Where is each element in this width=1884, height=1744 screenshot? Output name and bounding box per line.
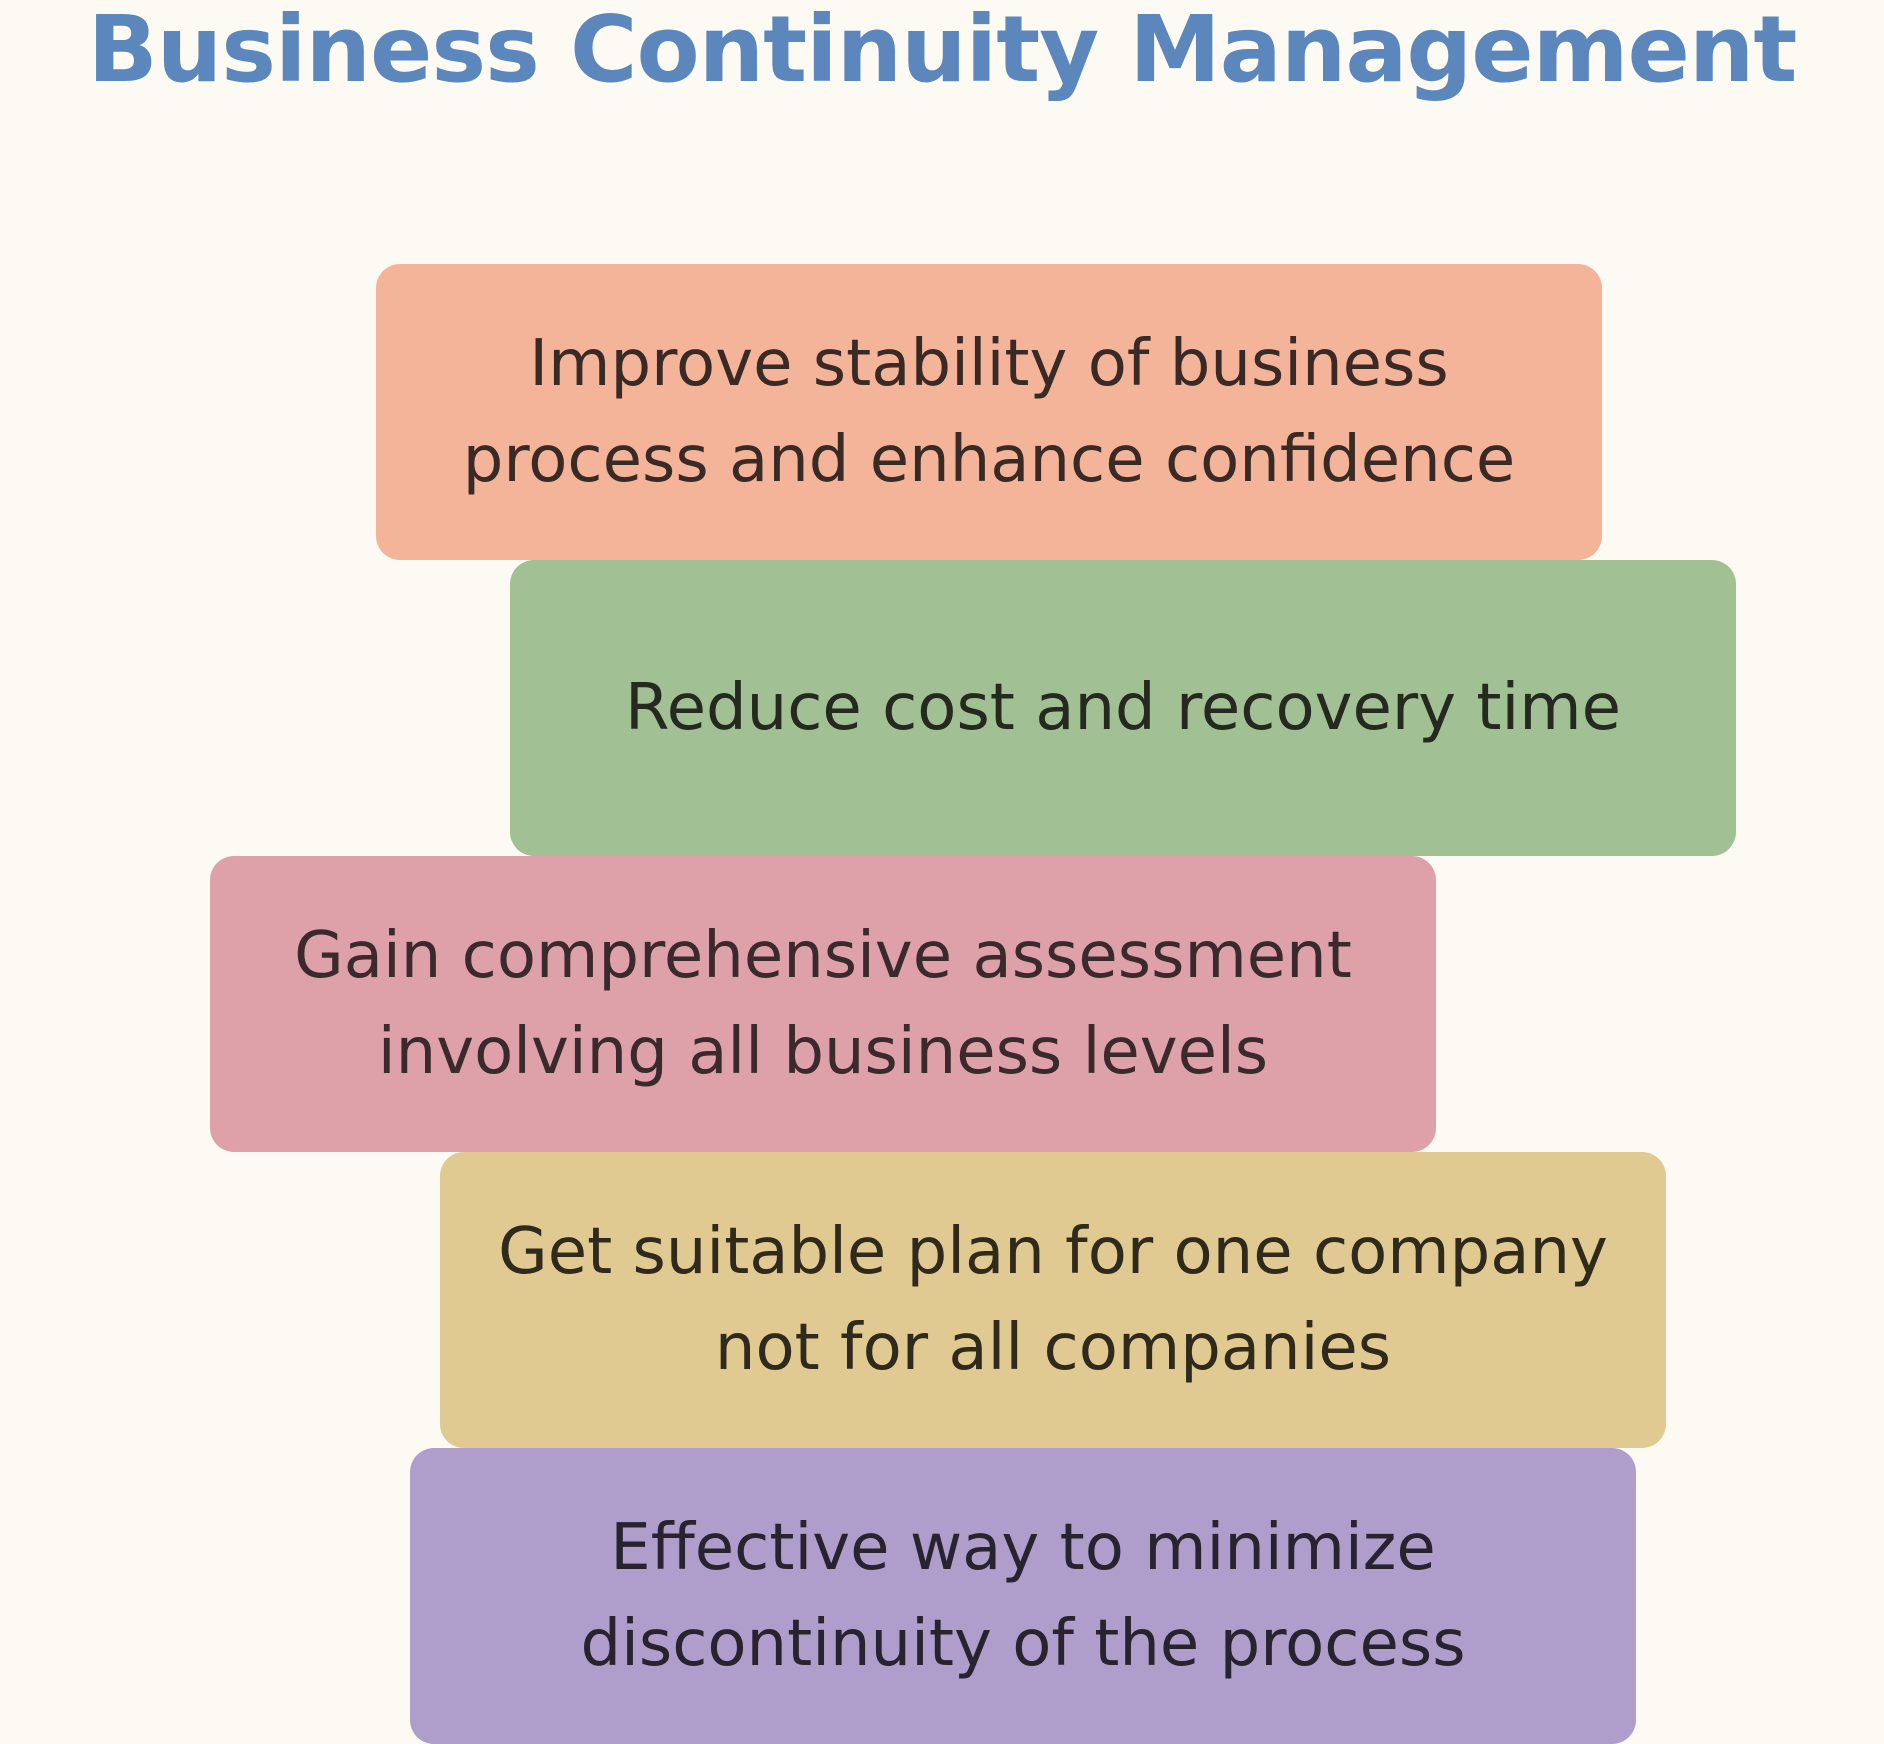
benefit-block-1: Improve stability of business process an…	[376, 264, 1602, 560]
benefit-block-5: Effective way to minimize discontinuity …	[410, 1448, 1636, 1744]
benefit-block-3: Gain comprehensive assessment involving …	[210, 856, 1436, 1152]
benefit-block-2: Reduce cost and recovery time	[510, 560, 1736, 856]
benefit-text-2: Reduce cost and recovery time	[625, 671, 1621, 745]
benefit-text-5: Effective way to minimize discontinuity …	[580, 1511, 1466, 1681]
benefit-block-4: Get suitable plan for one company not fo…	[440, 1152, 1666, 1448]
benefit-text-3: Gain comprehensive assessment involving …	[294, 919, 1352, 1089]
benefit-text-1: Improve stability of business process an…	[462, 327, 1516, 497]
benefit-text-4: Get suitable plan for one company not fo…	[498, 1215, 1608, 1385]
page-title: Business Continuity Management	[87, 0, 1798, 103]
